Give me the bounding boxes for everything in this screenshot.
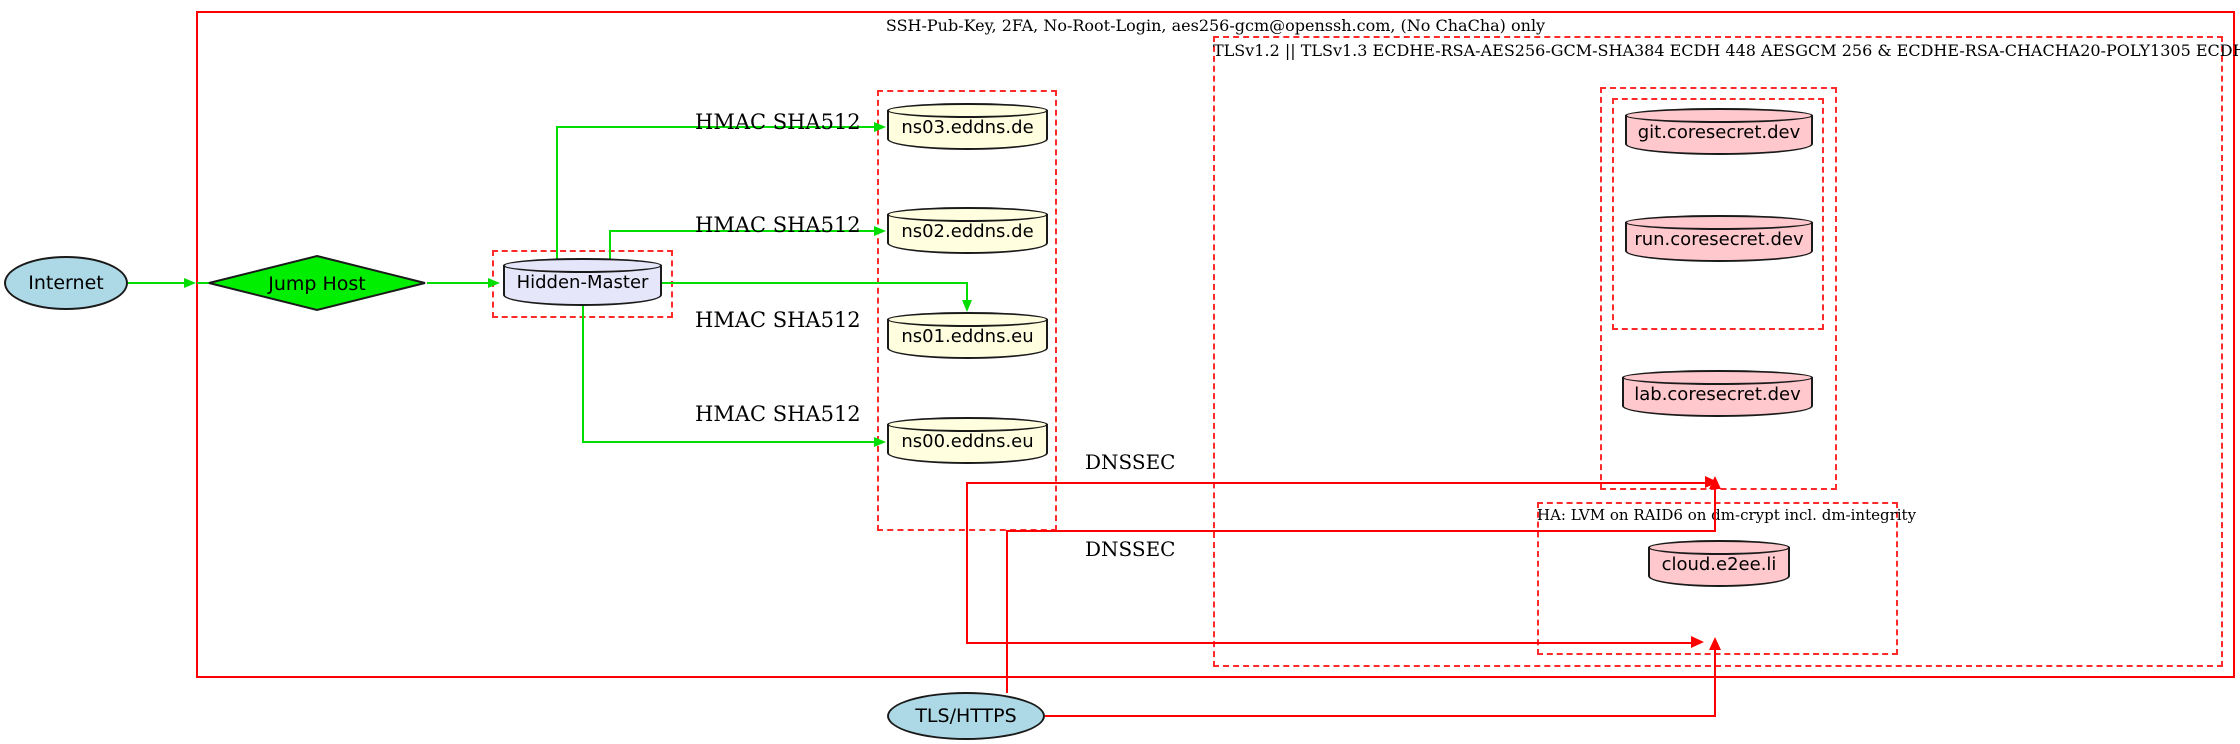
edge-tlshttps-coresecret-horizontal: [1006, 530, 1716, 532]
node-ns02-label: ns02.eddns.de: [901, 221, 1034, 242]
cylinder-top: [887, 103, 1048, 118]
node-ns01: ns01.eddns.eu: [887, 312, 1048, 359]
edge-label-hmac-ns00: HMAC SHA512: [695, 402, 861, 426]
node-lab: lab.coresecret.dev: [1622, 370, 1813, 417]
node-jump-host-label: Jump Host: [267, 273, 366, 295]
node-cloud-label: cloud.e2ee.li: [1661, 554, 1777, 575]
node-git: git.coresecret.dev: [1625, 108, 1813, 155]
edge-internet-jumphost-cont: [197, 282, 209, 284]
edge-hm-ns01-horizontal: [662, 282, 968, 284]
node-internet-label: Internet: [28, 272, 104, 294]
node-hidden-master-label: Hidden-Master: [516, 272, 649, 293]
arrowhead-hm-ns01: [962, 300, 972, 312]
cylinder-body: [1622, 377, 1813, 417]
arrowhead-jumphost-hiddenmaster: [488, 278, 500, 288]
edge-label-hmac-ns03: HMAC SHA512: [695, 110, 861, 134]
cluster-coresecret-outer-box: [1600, 87, 1837, 490]
edge-hm-ns03-vertical: [556, 127, 558, 263]
edge-dnssec-coresecret: [966, 482, 1706, 484]
node-lab-label: lab.coresecret.dev: [1634, 384, 1801, 405]
edge-dnssec-ha-vertical: [966, 482, 968, 644]
node-run-label: run.coresecret.dev: [1634, 229, 1804, 250]
edge-label-dnssec-2: DNSSEC: [1085, 537, 1176, 561]
edge-hm-ns00-horizontal: [582, 441, 874, 443]
arrowhead-dnssec-ha: [1691, 636, 1704, 648]
arrowhead-hm-ns00: [874, 437, 886, 447]
edge-dnssec-ha-horizontal: [966, 642, 1692, 644]
edge-jumphost-hiddenmaster: [427, 282, 489, 284]
edge-hm-ns01-vertical: [966, 282, 968, 300]
cylinder-top: [1648, 540, 1790, 555]
node-ns00-label: ns00.eddns.eu: [901, 431, 1034, 452]
arrowhead-tlshttps-ha: [1709, 637, 1721, 650]
edge-hm-ns02-vertical: [609, 231, 611, 263]
edge-label-hmac-ns02: HMAC SHA512: [695, 213, 861, 237]
cluster-tls-box: [1213, 36, 2223, 667]
cylinder-top: [1622, 370, 1813, 385]
node-internet: Internet: [4, 256, 128, 310]
cluster-tls-label: TLSv1.2 || TLSv1.3 ECDHE-RSA-AES256-GCM-…: [1213, 41, 2240, 60]
cylinder-top: [887, 207, 1048, 222]
node-git-label: git.coresecret.dev: [1637, 122, 1801, 143]
edge-tlshttps-coresecret-vertical1: [1006, 531, 1008, 693]
arrowhead-hm-ns03: [874, 122, 886, 132]
cluster-ssh-box: [196, 11, 2235, 678]
arrowhead-internet-jumphost: [184, 278, 196, 288]
node-tls-https: TLS/HTTPS: [887, 692, 1045, 740]
cylinder-top: [1625, 215, 1813, 230]
cylinder-top: [1625, 108, 1813, 123]
edge-tlshttps-coresecret-vertical2: [1714, 488, 1716, 531]
edge-hm-ns03-horizontal: [556, 126, 874, 128]
edge-hm-ns00-vertical: [582, 306, 584, 443]
cylinder-top: [503, 258, 662, 273]
node-ns00: ns00.eddns.eu: [887, 417, 1048, 464]
edge-label-dnssec-1: DNSSEC: [1085, 450, 1176, 474]
node-ns03-label: ns03.eddns.de: [901, 117, 1034, 138]
cluster-ha-box: [1537, 502, 1898, 655]
cylinder-top: [887, 312, 1048, 327]
arrowhead-tlshttps-coresecret: [1709, 476, 1721, 489]
edge-tlshttps-ha-horizontal: [1045, 715, 1716, 717]
cluster-ha-label: HA: LVM on RAID6 on dm-crypt incl. dm-in…: [1537, 506, 1917, 524]
cluster-ssh-label: SSH-Pub-Key, 2FA, No-Root-Login, aes256-…: [885, 16, 1546, 35]
node-hidden-master: Hidden-Master: [503, 258, 662, 306]
node-cloud: cloud.e2ee.li: [1648, 540, 1790, 587]
node-jump-host: Jump Host: [208, 254, 426, 312]
node-tls-https-label: TLS/HTTPS: [915, 705, 1017, 727]
cylinder-top: [887, 417, 1048, 432]
node-ns02: ns02.eddns.de: [887, 207, 1048, 254]
node-run: run.coresecret.dev: [1625, 215, 1813, 262]
edge-hm-ns02-horizontal: [609, 230, 874, 232]
edge-internet-jumphost: [128, 282, 186, 284]
node-ns03: ns03.eddns.de: [887, 103, 1048, 150]
arrowhead-hm-ns02: [874, 226, 886, 236]
diamond-shape: [208, 254, 426, 312]
node-ns01-label: ns01.eddns.eu: [901, 326, 1034, 347]
edge-label-hmac-ns01: HMAC SHA512: [695, 308, 861, 332]
cluster-coresecret-inner-box: [1612, 98, 1824, 330]
edge-tlshttps-ha-vertical: [1714, 649, 1716, 716]
